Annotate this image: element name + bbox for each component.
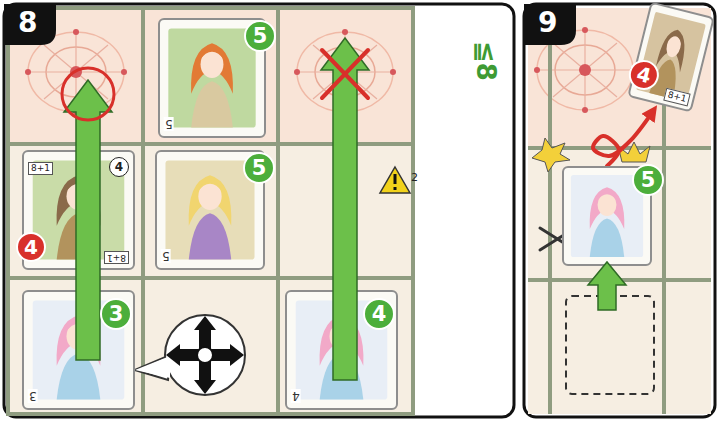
strength-number: 5 <box>244 20 276 52</box>
value-badge: 4 <box>109 157 129 177</box>
game-card: 55 <box>155 150 265 270</box>
game-card: 48+1 <box>627 1 715 112</box>
corner-index: 4 <box>291 389 301 403</box>
game-card: 55 <box>158 18 266 138</box>
attack-arrow <box>593 111 653 166</box>
game-card: 5 <box>562 166 652 266</box>
bonus-note: 8+1 <box>663 88 690 107</box>
attack-number: 4 <box>16 232 46 262</box>
strength-number: 4 <box>363 298 395 330</box>
limit-note: ≦8 <box>473 41 499 81</box>
strength-number: 5 <box>243 152 275 184</box>
bonus-note: 8+1 <box>104 251 129 264</box>
bonus-note: 8+1 <box>28 162 53 175</box>
strength-number: 5 <box>632 164 664 196</box>
panel-number: 8 <box>18 9 37 37</box>
corner-index: 3 <box>28 389 38 403</box>
strength-number: 3 <box>100 298 132 330</box>
corner-index: 5 <box>164 117 174 131</box>
note-number: 2 <box>411 172 418 183</box>
panel-number: 9 <box>538 9 557 37</box>
corner-index: 5 <box>161 249 171 263</box>
